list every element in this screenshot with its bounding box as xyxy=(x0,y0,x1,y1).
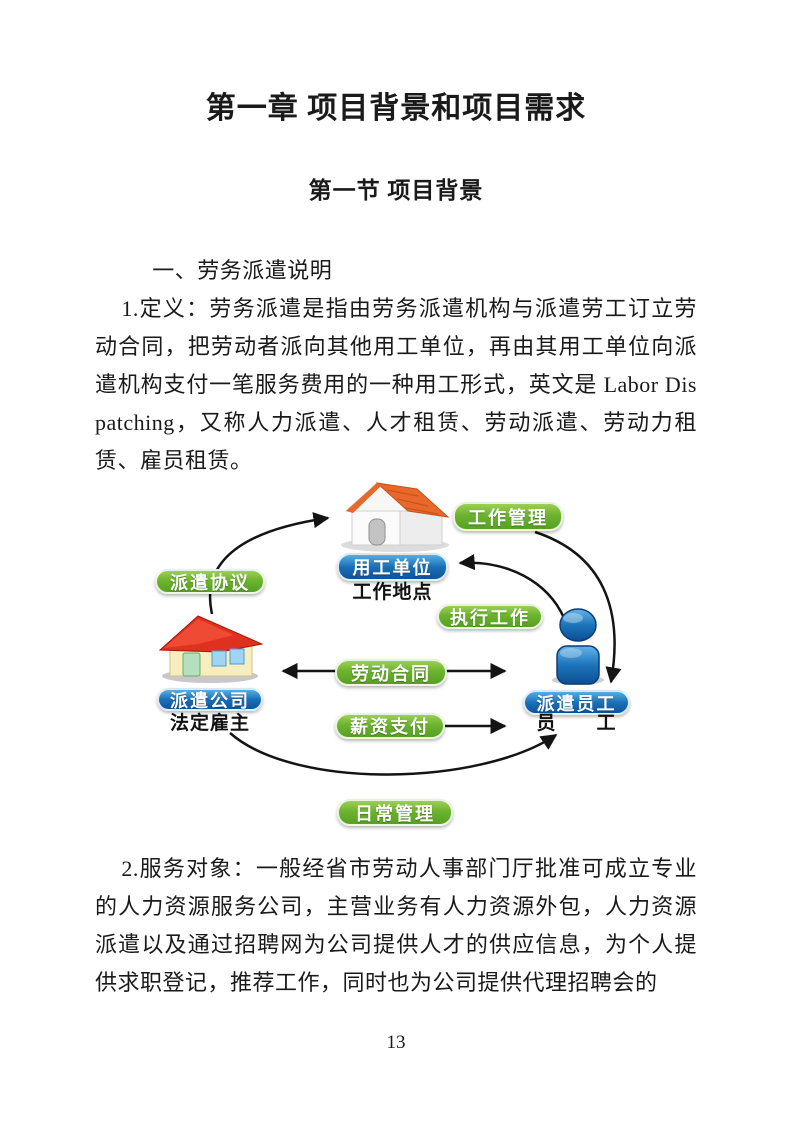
arrow-work-management xyxy=(534,530,622,684)
paragraph-list-heading: 一、劳务派遣说明 xyxy=(152,258,333,283)
paragraph-definition: 1.定义：劳务派遣是指由劳务派遣机构与派遣劳工订立劳动合同，把劳动者派向其他用工… xyxy=(95,296,697,473)
diagram-arrows xyxy=(208,512,622,776)
arrow-daily-management xyxy=(229,732,558,776)
labor-dispatch-diagram: 派遣协议 工作管理 执行工作 劳动合同 薪资支付 日常管理 用工单位 派遣公司 … xyxy=(150,478,655,836)
labor-contract-pill: 劳动合同 xyxy=(335,659,447,686)
daily-management-pill: 日常管理 xyxy=(337,799,453,826)
execute-work-pill: 执行工作 xyxy=(437,604,543,629)
legal-employer-caption: 法定雇主 xyxy=(169,713,250,734)
dispatch-agreement-pill: 派遣协议 xyxy=(155,569,265,594)
dispatch-company-pill: 派遣公司 xyxy=(157,688,263,711)
arrow-dispatch-agreement xyxy=(208,512,330,615)
work-management-pill: 工作管理 xyxy=(453,502,563,531)
page-number: 13 xyxy=(386,1032,406,1053)
diagram-graphics xyxy=(158,482,622,776)
paragraph-service-targets: 2.服务对象：一般经省市劳动人事部门厅批准可成立专业的人力资源服务公司，主营业务… xyxy=(95,856,697,995)
employer-unit-pill: 用工单位 xyxy=(337,553,448,581)
section-title: 第一节 项目背景 xyxy=(308,178,484,203)
dispatched-employee-pill: 派遣员工 xyxy=(523,690,630,715)
employer-house-icon xyxy=(341,482,450,552)
chapter-title: 第一章 项目背景和项目需求 xyxy=(205,92,587,125)
employee-person-icon xyxy=(552,608,604,685)
dispatch-company-house-icon xyxy=(158,615,264,683)
salary-payment-pill: 薪资支付 xyxy=(335,713,445,739)
work-location-caption: 工作地点 xyxy=(352,582,433,603)
employee-caption: 员 工 xyxy=(536,713,617,734)
arrow-execute-work xyxy=(458,553,566,619)
